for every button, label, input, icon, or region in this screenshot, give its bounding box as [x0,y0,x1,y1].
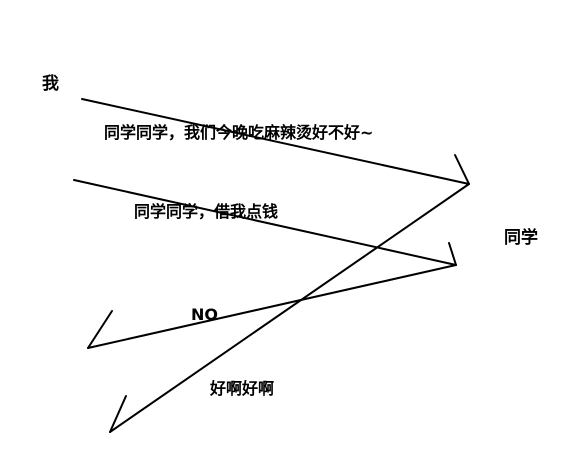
arrow-agree-head [109,395,127,433]
arrow-no [87,264,457,349]
message-invite: 同学同学，我们今晚吃麻辣烫好不好~ [104,123,374,142]
message-no: NO [191,305,218,324]
arrow-borrow-line [73,179,457,266]
arrow-invite-line [81,98,470,185]
arrow-invite-head [454,154,470,185]
participant-me: 我 [42,74,59,94]
message-borrow: 同学同学，借我点钱 [134,202,279,221]
arrow-agree-line [109,183,470,433]
arrow-no-head [87,310,113,349]
arrow-invite [81,98,470,185]
participant-classmate: 同学 [504,228,538,248]
arrow-agree [109,183,470,433]
arrow-borrow [73,179,457,266]
message-agree: 好啊好啊 [210,379,275,398]
arrow-no-line [87,264,457,349]
arrow-borrow-head [448,242,457,266]
